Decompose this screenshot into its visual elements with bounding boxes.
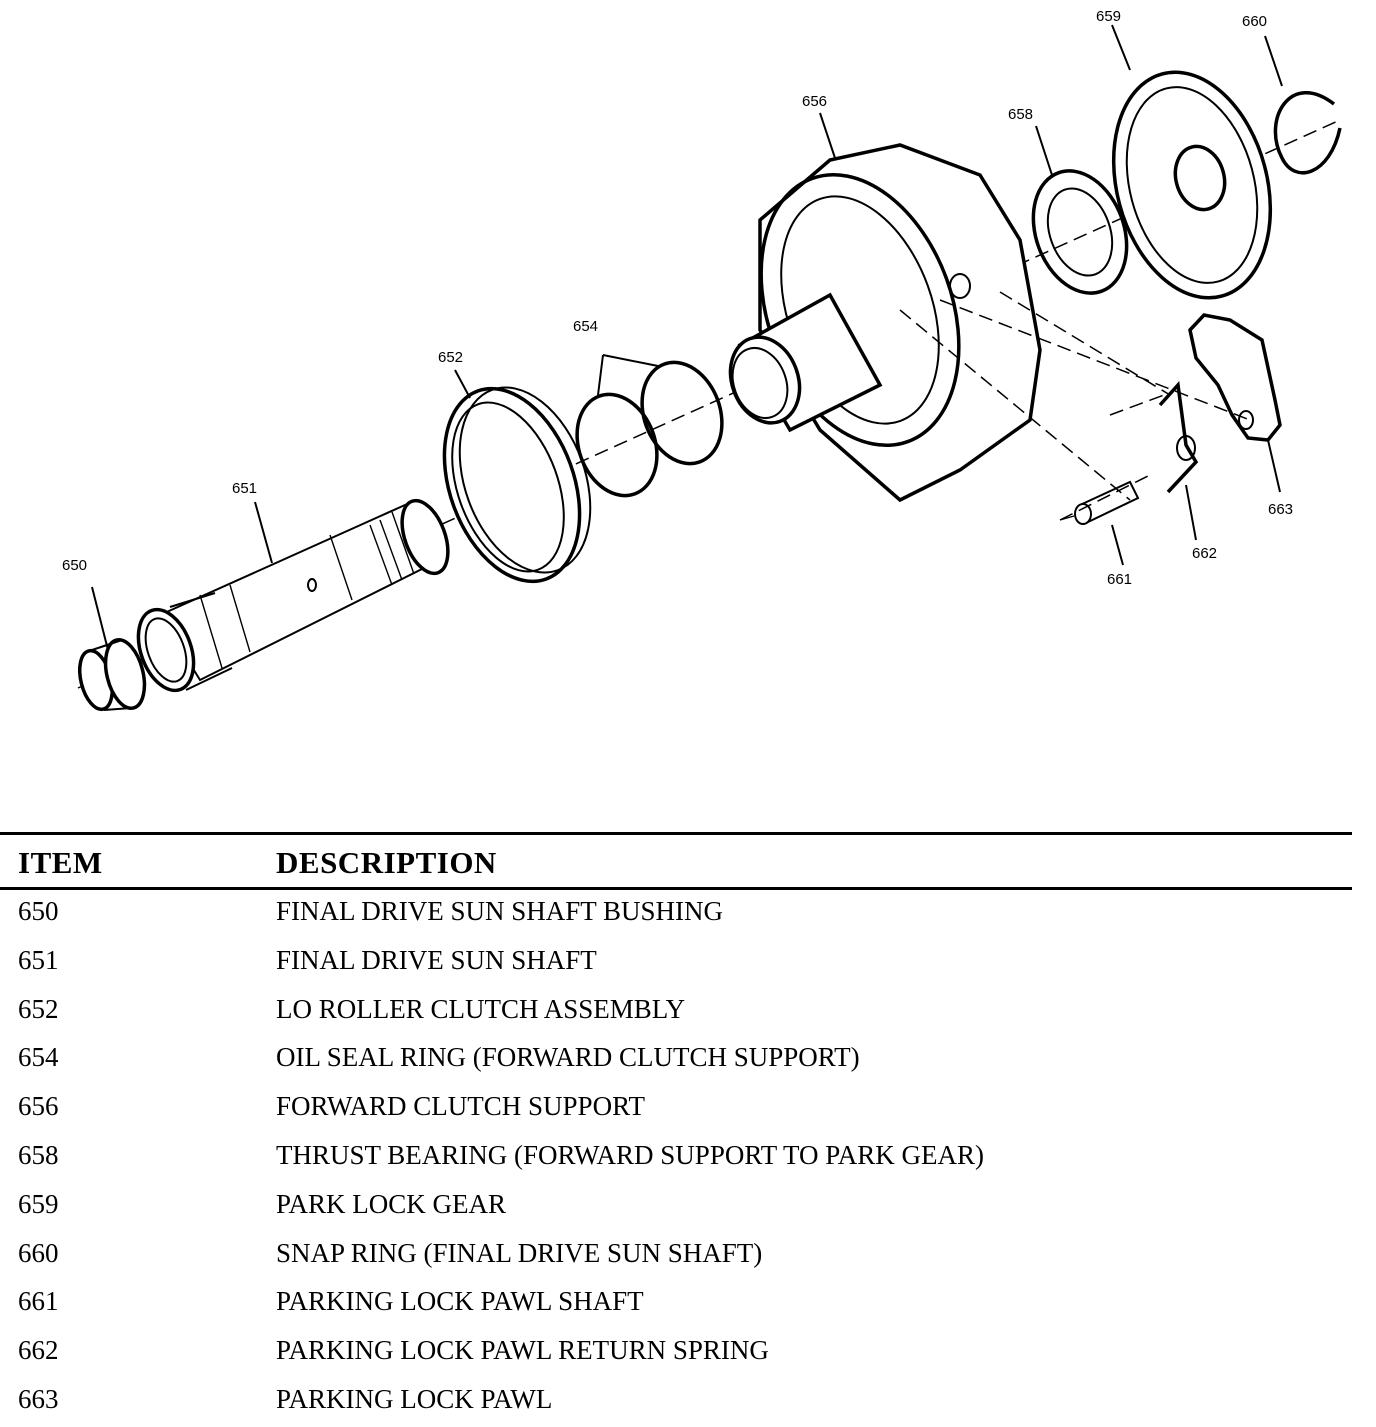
legend-row: 654 OIL SEAL RING (FORWARD CLUTCH SUPPORT… xyxy=(0,1036,1352,1085)
item-description: LO ROLLER CLUTCH ASSEMBLY xyxy=(276,993,686,1024)
part-662-return-spring xyxy=(1158,381,1199,494)
callout-656: 656 xyxy=(802,93,827,110)
callout-661: 661 xyxy=(1107,571,1132,588)
item-number: 660 xyxy=(18,1237,59,1268)
part-651-sun-shaft xyxy=(136,498,450,693)
part-658-thrust-bearing xyxy=(1031,169,1129,295)
legend-row: 650 FINAL DRIVE SUN SHAFT BUSHING xyxy=(0,890,1352,939)
item-description: THRUST BEARING (FORWARD SUPPORT TO PARK … xyxy=(276,1139,985,1170)
legend-header: ITEM DESCRIPTION xyxy=(0,835,1352,890)
item-number: 663 xyxy=(18,1383,59,1414)
item-description: FINAL DRIVE SUN SHAFT xyxy=(276,944,597,975)
legend-row: 661 PARKING LOCK PAWL SHAFT xyxy=(0,1280,1352,1329)
assembly-lines xyxy=(899,291,1251,521)
item-description: PARKING LOCK PAWL RETURN SPRING xyxy=(276,1335,769,1366)
legend-row: 658 THRUST BEARING (FORWARD SUPPORT TO PA… xyxy=(0,1134,1352,1183)
item-number: 651 xyxy=(18,944,59,975)
part-660-snap-ring xyxy=(1273,90,1342,175)
part-652-roller-clutch xyxy=(442,386,592,584)
header-description: DESCRIPTION xyxy=(276,845,497,880)
item-description: OIL SEAL RING (FORWARD CLUTCH SUPPORT) xyxy=(276,1042,860,1073)
item-number: 656 xyxy=(18,1091,59,1122)
item-description: SNAP RING (FINAL DRIVE SUN SHAFT) xyxy=(276,1237,763,1268)
item-description: FORWARD CLUTCH SUPPORT xyxy=(276,1091,645,1122)
item-number: 659 xyxy=(18,1188,59,1219)
item-description: PARKING LOCK PAWL xyxy=(276,1383,553,1414)
item-description: PARKING LOCK PAWL SHAFT xyxy=(276,1286,644,1317)
header-item: ITEM xyxy=(18,845,103,880)
item-description: PARK LOCK GEAR xyxy=(276,1188,507,1219)
callout-652: 652 xyxy=(438,349,463,366)
item-number: 658 xyxy=(18,1139,59,1170)
part-663-parking-lock-pawl xyxy=(1188,313,1282,442)
callout-651: 651 xyxy=(232,480,257,497)
part-656-forward-clutch-support xyxy=(728,143,1042,503)
callout-662: 662 xyxy=(1192,545,1217,562)
legend-row: 660 SNAP RING (FINAL DRIVE SUN SHAFT) xyxy=(0,1232,1352,1281)
legend-row: 659 PARK LOCK GEAR xyxy=(0,1183,1352,1232)
callout-660: 660 xyxy=(1242,13,1267,30)
callout-654: 654 xyxy=(573,318,598,335)
item-number: 661 xyxy=(18,1286,59,1317)
callout-658: 658 xyxy=(1008,106,1033,123)
part-650-bushing xyxy=(77,638,147,712)
legend-row: 651 FINAL DRIVE SUN SHAFT xyxy=(0,939,1352,988)
legend-row: 656 FORWARD CLUTCH SUPPORT xyxy=(0,1085,1352,1134)
part-659-park-lock-gear xyxy=(1111,70,1273,300)
callout-663: 663 xyxy=(1268,501,1293,518)
part-654-oil-seal-rings xyxy=(575,360,724,498)
item-number: 662 xyxy=(18,1335,59,1366)
exploded-view-diagram: 650 651 652 654 656 658 659 660 661 662 … xyxy=(62,8,1342,712)
legend-row: 652 LO ROLLER CLUTCH ASSEMBLY xyxy=(0,988,1352,1037)
item-number: 654 xyxy=(18,1042,59,1073)
legend-top-rule xyxy=(0,832,1352,835)
part-661-pawl-shaft xyxy=(1059,480,1140,525)
legend-row: 662 PARKING LOCK PAWL RETURN SPRING xyxy=(0,1329,1352,1378)
item-description: FINAL DRIVE SUN SHAFT BUSHING xyxy=(276,896,724,926)
callout-650: 650 xyxy=(62,557,87,574)
leader-lines xyxy=(91,24,1283,651)
callout-659: 659 xyxy=(1096,8,1121,25)
callout-labels: 650 651 652 654 656 658 659 660 661 662 … xyxy=(62,8,1293,588)
item-number: 650 xyxy=(18,896,59,926)
legend-row: 663 PARKING LOCK PAWL xyxy=(0,1378,1352,1427)
item-number: 652 xyxy=(18,993,59,1024)
